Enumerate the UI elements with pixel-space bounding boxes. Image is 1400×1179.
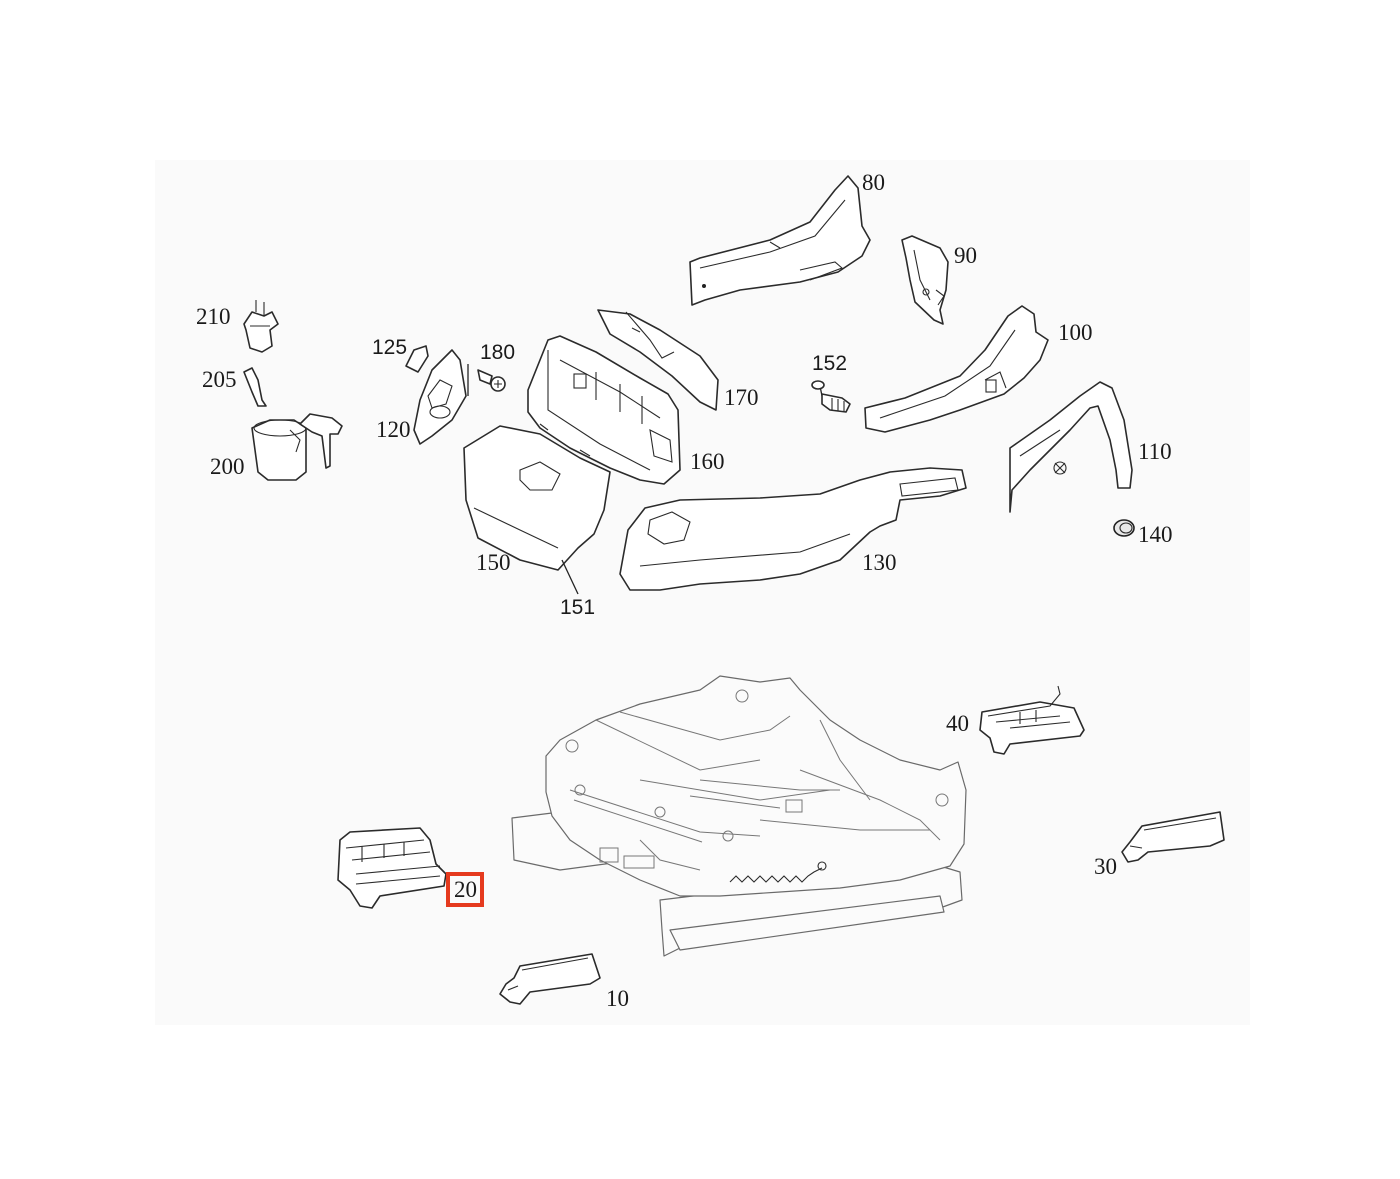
callout-120: 120 <box>376 417 411 442</box>
callout-90: 90 <box>954 243 977 268</box>
callout-140: 140 <box>1138 522 1173 547</box>
callout-80: 80 <box>862 170 885 195</box>
callout-180: 180 <box>480 341 515 364</box>
callout-210: 210 <box>196 304 231 329</box>
seat-frame <box>511 675 967 957</box>
callout-170: 170 <box>724 385 759 410</box>
part-140 <box>1113 519 1135 537</box>
part-100 <box>864 305 1049 433</box>
part-20 <box>337 827 447 909</box>
highlight-box <box>446 872 484 907</box>
callout-30: 30 <box>1094 854 1117 879</box>
part-205 <box>243 367 267 407</box>
part-30 <box>1121 811 1225 863</box>
callout-100: 100 <box>1058 320 1093 345</box>
callout-10: 10 <box>606 986 629 1011</box>
part-110 <box>1009 381 1133 513</box>
callout-150: 150 <box>476 550 511 575</box>
callout-20: 20 <box>454 877 477 902</box>
part-160 <box>527 335 681 485</box>
part-80 <box>689 175 871 306</box>
callout-110: 110 <box>1138 439 1172 464</box>
part-90 <box>901 235 949 325</box>
part-125 <box>405 345 429 373</box>
callout-130: 130 <box>862 550 897 575</box>
part-200 <box>251 413 343 481</box>
part-40 <box>979 685 1085 755</box>
callout-125: 125 <box>372 336 407 359</box>
callout-40: 40 <box>946 711 969 736</box>
part-130 <box>619 467 967 591</box>
leader-151 <box>561 559 579 595</box>
part-210 <box>243 300 279 353</box>
part-120 <box>413 349 467 445</box>
part-152 <box>811 380 851 413</box>
callout-205: 205 <box>202 367 237 392</box>
callout-160: 160 <box>690 449 725 474</box>
part-170 <box>597 309 719 411</box>
callout-151: 151 <box>560 596 595 619</box>
part-150 <box>463 425 611 571</box>
callout-200: 200 <box>210 454 245 479</box>
part-10 <box>499 953 601 1005</box>
callout-152: 152 <box>812 352 847 375</box>
part-180 <box>467 364 506 396</box>
